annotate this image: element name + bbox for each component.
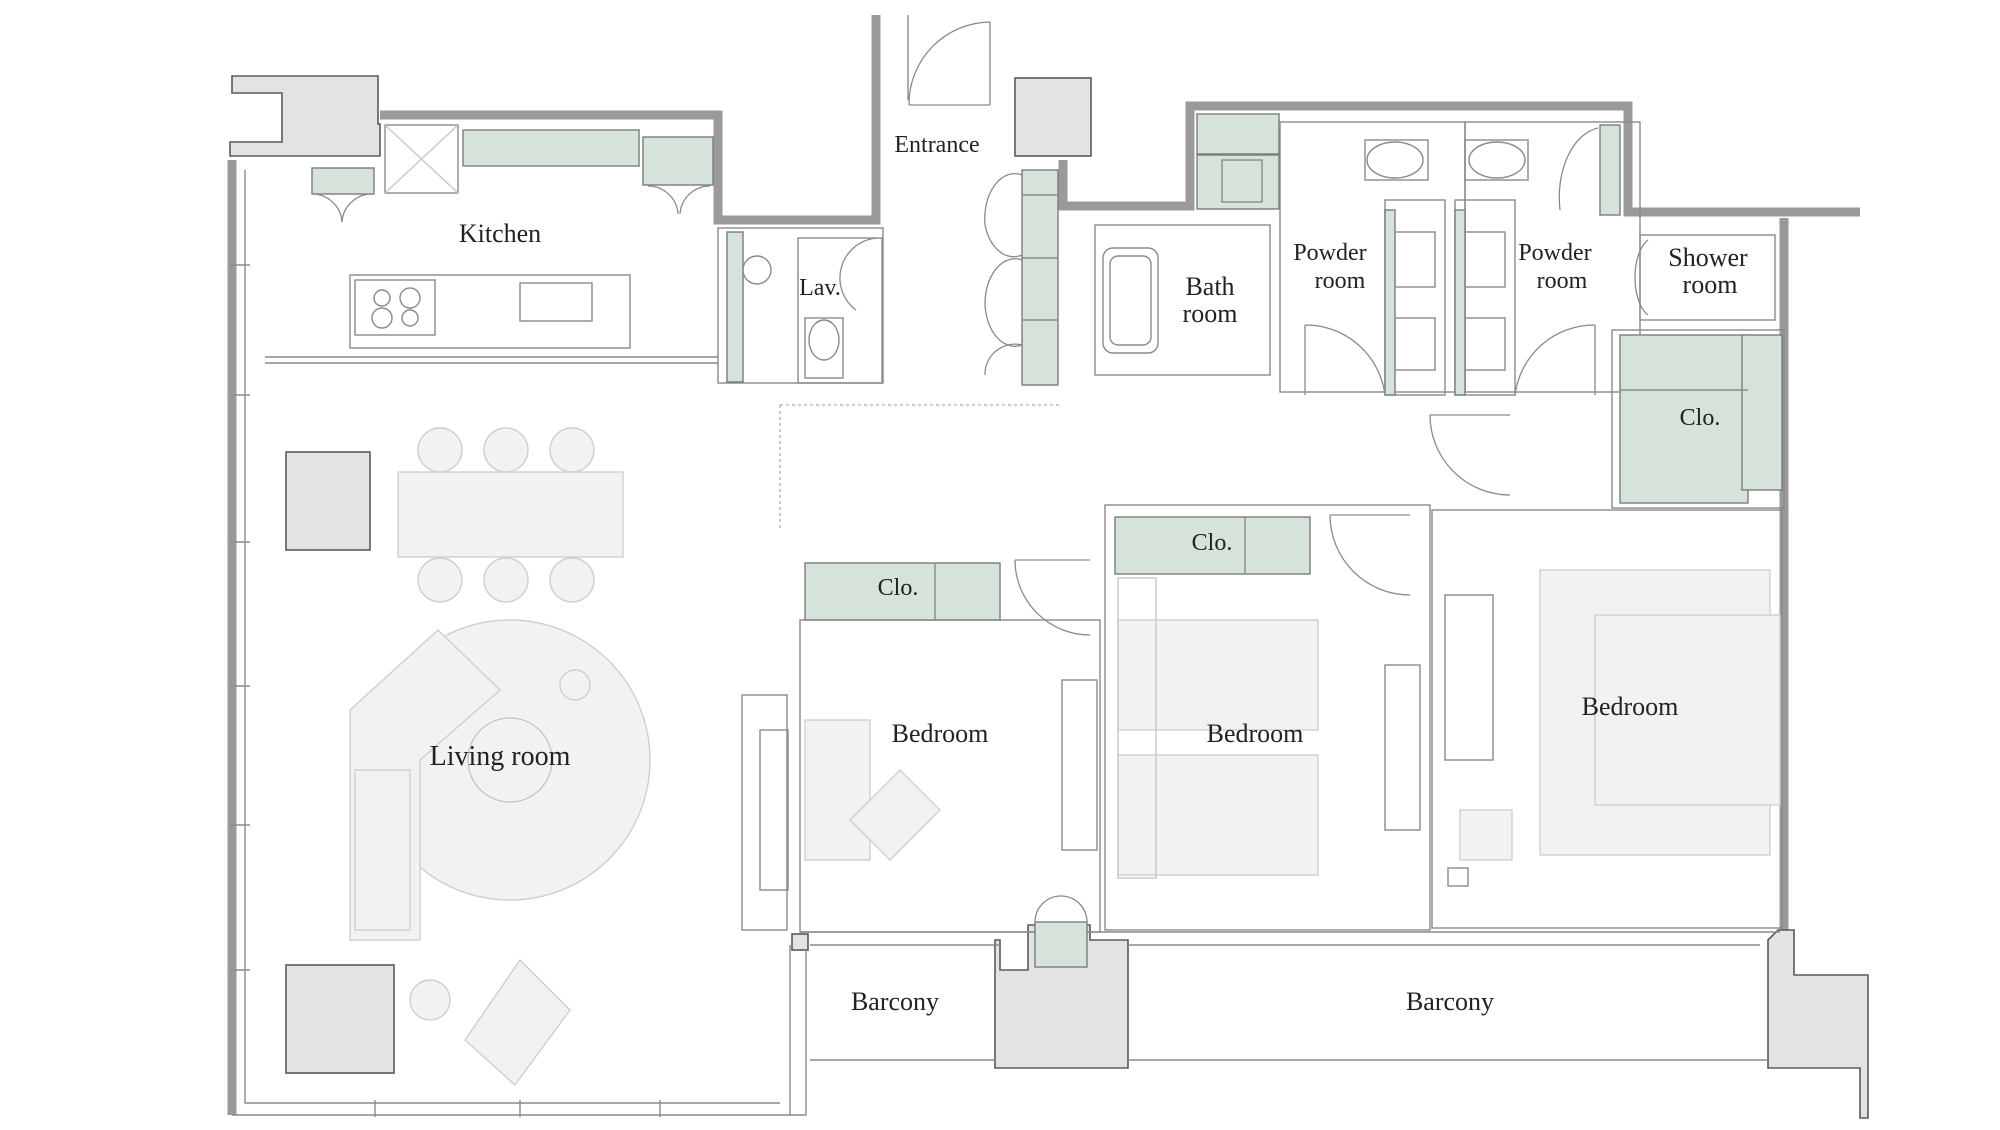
sink [519,282,593,322]
bedroom-3: Bedroom [1431,509,1783,929]
armchair [464,958,571,1087]
label-bath-2: room [1183,299,1238,328]
dining-table [397,471,624,558]
label-bedroom1: Bedroom [892,719,989,748]
balcony-cabinet [1034,921,1088,968]
column-living [285,964,395,1074]
label-clo-bed1: Clo. [878,575,919,601]
powder-rooms: Powder room Powder room [1279,121,1641,396]
closet-shower [1619,334,1749,504]
bedroom-2: Clo. Bedroom [1104,504,1431,931]
kitchen-upper-cabinet [462,129,640,167]
label-entrance: Entrance [894,132,979,158]
kitchen-tall-cabinet [642,136,714,186]
shoe-cabinet [1021,169,1059,386]
label-powder1-1: Powder [1293,240,1366,266]
label-shower-2: room [1683,270,1738,299]
kitchen: Kitchen [265,124,718,364]
label-bath-1: Bath [1185,272,1234,301]
label-shower-1: Shower [1668,243,1748,272]
closet-bedroom-1 [804,562,1001,621]
shower-room: Shower room Clo. [1429,234,1785,509]
bath-room: Bath room [1094,113,1280,376]
bed-2b [1117,754,1319,876]
column-top-left [229,75,381,157]
dining-area [285,427,624,603]
label-powder2-2: room [1537,268,1588,294]
label-powder1-2: room [1315,268,1366,294]
kitchen-island [349,274,631,349]
living-area: Living room [285,619,651,1087]
column-dining [285,451,371,551]
bed-2a [1117,619,1319,731]
bathtub [1102,247,1159,354]
label-living: Living room [430,741,571,772]
wall-bath-top [1058,101,1860,217]
label-bedroom3: Bedroom [1582,692,1679,721]
column-entrance [1014,77,1092,157]
bedroom-1: Clo. Bedroom [741,559,1101,933]
closet-bedroom-2 [1114,516,1311,575]
lav-counter [726,231,744,383]
bath-cabinet [1196,113,1280,155]
pillar-balcony-left [994,924,1129,1069]
exterior-walls [227,15,1869,1119]
entrance: Entrance [779,15,1060,530]
label-kitchen: Kitchen [459,219,541,248]
pillar-bedroom-corner [791,933,809,951]
wall-kitchen-top [380,15,881,225]
label-lav: Lav. [799,275,841,301]
window-mullions-left [230,264,661,1117]
label-clo-bed2: Clo. [1192,530,1233,556]
label-bedroom2: Bedroom [1207,719,1304,748]
desk-chair [849,769,941,861]
column-bottom-right [1767,929,1869,1119]
cooktop [354,279,436,336]
label-barcony1: Barcony [851,987,939,1016]
kitchen-side-cabinet [311,167,375,195]
label-powder2-1: Powder [1518,240,1591,266]
lavatory: Lav. [717,227,884,384]
label-barcony2: Barcony [1406,987,1494,1016]
label-clo-shower: Clo. [1680,405,1721,431]
balconies: Barcony Barcony [800,895,1780,1061]
